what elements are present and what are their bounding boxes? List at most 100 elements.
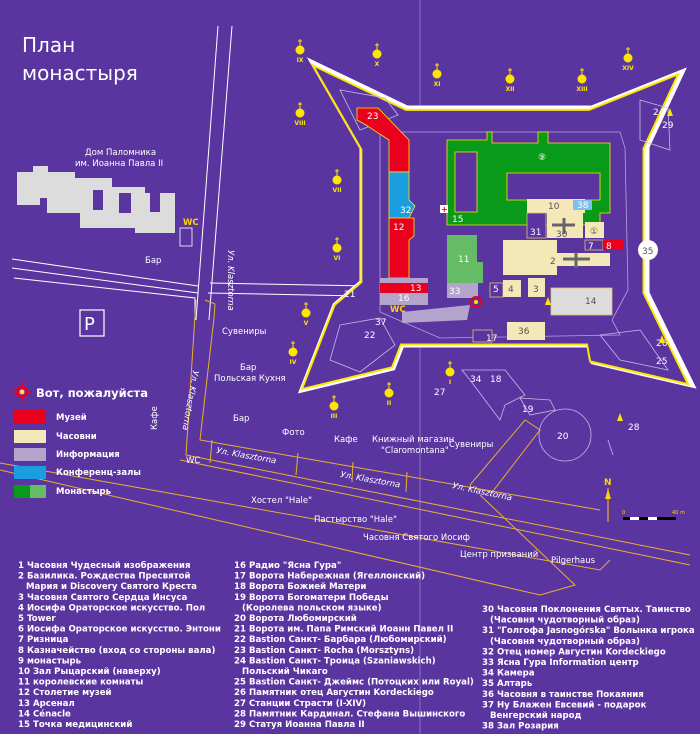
station-label: XIII <box>576 86 587 93</box>
key-list-item: 27 Станции Страсти (I-XIV) <box>234 699 366 709</box>
legend-label-monastery: Монастырь <box>56 487 111 497</box>
building-8-treasury <box>603 240 623 250</box>
bar-label-pilgrim: Бар <box>145 256 161 266</box>
pilgrim-house-label-1: Дом Паломника <box>85 148 156 158</box>
map-number-26: 26 <box>656 339 668 349</box>
wc-label-fortress: WC <box>390 305 406 315</box>
key-list-item: 29 Статуя Иоанна Павла II <box>234 720 365 730</box>
key-list-item: 38 Зал Розария <box>482 722 559 732</box>
map-number-19: 19 <box>522 405 534 415</box>
key-list-item: 12 Столетие музей <box>18 688 112 698</box>
building-33-information <box>447 283 478 298</box>
key-list-item: 17 Ворота Набережная (Ягеллонский) <box>234 571 425 582</box>
station-marker: XII <box>505 68 515 93</box>
station-marker: VII <box>332 169 342 194</box>
map-number-8: 8 <box>606 242 612 252</box>
map-number-13: 13 <box>410 284 421 294</box>
map-number-21: 21 <box>344 290 355 300</box>
bar-polish-label-2: Польская Кухня <box>214 374 286 384</box>
station-label: IV <box>290 359 297 366</box>
station-marker: III <box>329 395 339 420</box>
map-number-11: 11 <box>458 255 469 265</box>
map-number-1: ① <box>590 227 598 237</box>
north-arrow-icon: N <box>604 478 612 522</box>
map-number-17: 17 <box>486 334 497 344</box>
key-list-item: 23 Bastion Санкт- Rocha (Morsztyns) <box>234 646 414 656</box>
building-31 <box>526 212 547 239</box>
map-title-line1: План <box>22 33 75 57</box>
key-list-item: 34 Камера <box>482 669 535 679</box>
parking-sign <box>79 309 105 337</box>
station-marker: XIII <box>576 68 588 93</box>
station-label: XI <box>434 81 441 88</box>
street-label-1: Ул. Klasztorna <box>215 446 277 466</box>
legend: Вот, пожалуйста Музей Часовни Информация… <box>12 382 148 498</box>
building-17-gate <box>472 329 493 343</box>
map-number-35: 35 <box>642 247 653 257</box>
key-list-item: 33 Ясна Гура Information центр <box>482 658 639 668</box>
building-13-arsenal <box>380 283 428 293</box>
legend-swatch-conference <box>14 466 46 479</box>
building-14-cenacle <box>550 287 613 316</box>
building-11-royal-rooms <box>447 235 483 283</box>
key-list-item: 8 Казначейство (вход со стороны вала) <box>18 646 215 656</box>
statue-icons <box>545 108 673 421</box>
key-list-item: 36 Часовня в таинстве Покаяния <box>482 690 644 700</box>
building-37 <box>402 305 470 323</box>
you-are-here-map-marker <box>470 296 482 308</box>
station-label: XIV <box>622 65 634 72</box>
vocation-center-label: Центр призваний <box>460 550 538 560</box>
pilgrim-house-label-2: им. Иоанна Павла II <box>75 159 163 169</box>
legend-label-conference: Конференц-залы <box>56 468 141 478</box>
key-list-item: (Часовня чудотворный образ) <box>490 636 640 647</box>
street-label-vertical-2: Ул. Klasztorna <box>180 369 200 431</box>
map-number-16: 16 <box>398 294 410 304</box>
key-list-item: Польский Чикаго <box>242 667 328 677</box>
key-list-item: 4 Иосифа Ораторское искусство. Пол <box>18 603 205 613</box>
key-list-item: 1 Часовня Чудесный изображения <box>18 560 190 571</box>
station-marker: VIII <box>294 102 306 127</box>
bastion-outlines <box>329 89 671 373</box>
map-number-37: 37 <box>375 318 386 328</box>
key-list-item: 10 Зал Рыцарский (наверху) <box>18 667 161 677</box>
cafe-label-1: Кафе <box>334 435 358 445</box>
station-marker: X <box>372 43 382 68</box>
key-list-item: 20 Ворота Любомирский <box>234 613 357 624</box>
cross-icons <box>552 218 590 268</box>
key-list-item: 11 королевские комнаты <box>18 678 144 688</box>
souvenirs-label-2: Сувениры <box>449 440 493 450</box>
legend-label-museum: Музей <box>56 413 87 423</box>
key-list-item: 30 Часовня Поклонения Святых. Таинство <box>482 605 691 615</box>
key-list-item: (Королева польском языке) <box>242 603 382 613</box>
station-label: V <box>304 320 309 327</box>
building-1-chapel <box>585 222 604 238</box>
key-list-item: 21 Ворота им. Папа Римский Иоанн Павел I… <box>234 625 453 635</box>
map-number-2: 2 <box>550 257 556 267</box>
key-list-item: (Часовня чудотворный образ) <box>490 615 640 626</box>
key-list-item: 7 Ризница <box>18 635 69 645</box>
street-label-3: Ул. Klasztorna <box>451 481 512 503</box>
key-list-item: 9 монастырь <box>18 656 82 666</box>
wc-label-street: WC <box>186 456 200 466</box>
station-marker: I <box>445 361 455 386</box>
map-number-4: 4 <box>508 285 514 295</box>
outer-gates <box>461 369 614 462</box>
station-marker: II <box>384 382 394 407</box>
map-number-29: 29 <box>662 121 674 131</box>
map-number-22: 22 <box>364 331 375 341</box>
key-list-item: 18 Ворота Божией Матери <box>234 582 366 592</box>
station-marker: XIV <box>622 47 634 72</box>
map-number-25: 25 <box>656 357 667 367</box>
map-number-34: 34 <box>470 375 482 385</box>
street-outlines <box>0 299 691 596</box>
station-label: IX <box>297 57 304 64</box>
station-marker: IX <box>295 39 305 64</box>
map-number-30: 30 <box>556 230 568 240</box>
legend-swatch-information <box>14 448 46 461</box>
map-number-31: 31 <box>530 228 541 238</box>
legend-you-are-here: Вот, пожалуйста <box>36 386 148 400</box>
key-list-item: Венгерский народ <box>490 711 582 721</box>
key-list-item: 22 Bastion Санкт- Барбара (Любомирский) <box>234 634 447 645</box>
